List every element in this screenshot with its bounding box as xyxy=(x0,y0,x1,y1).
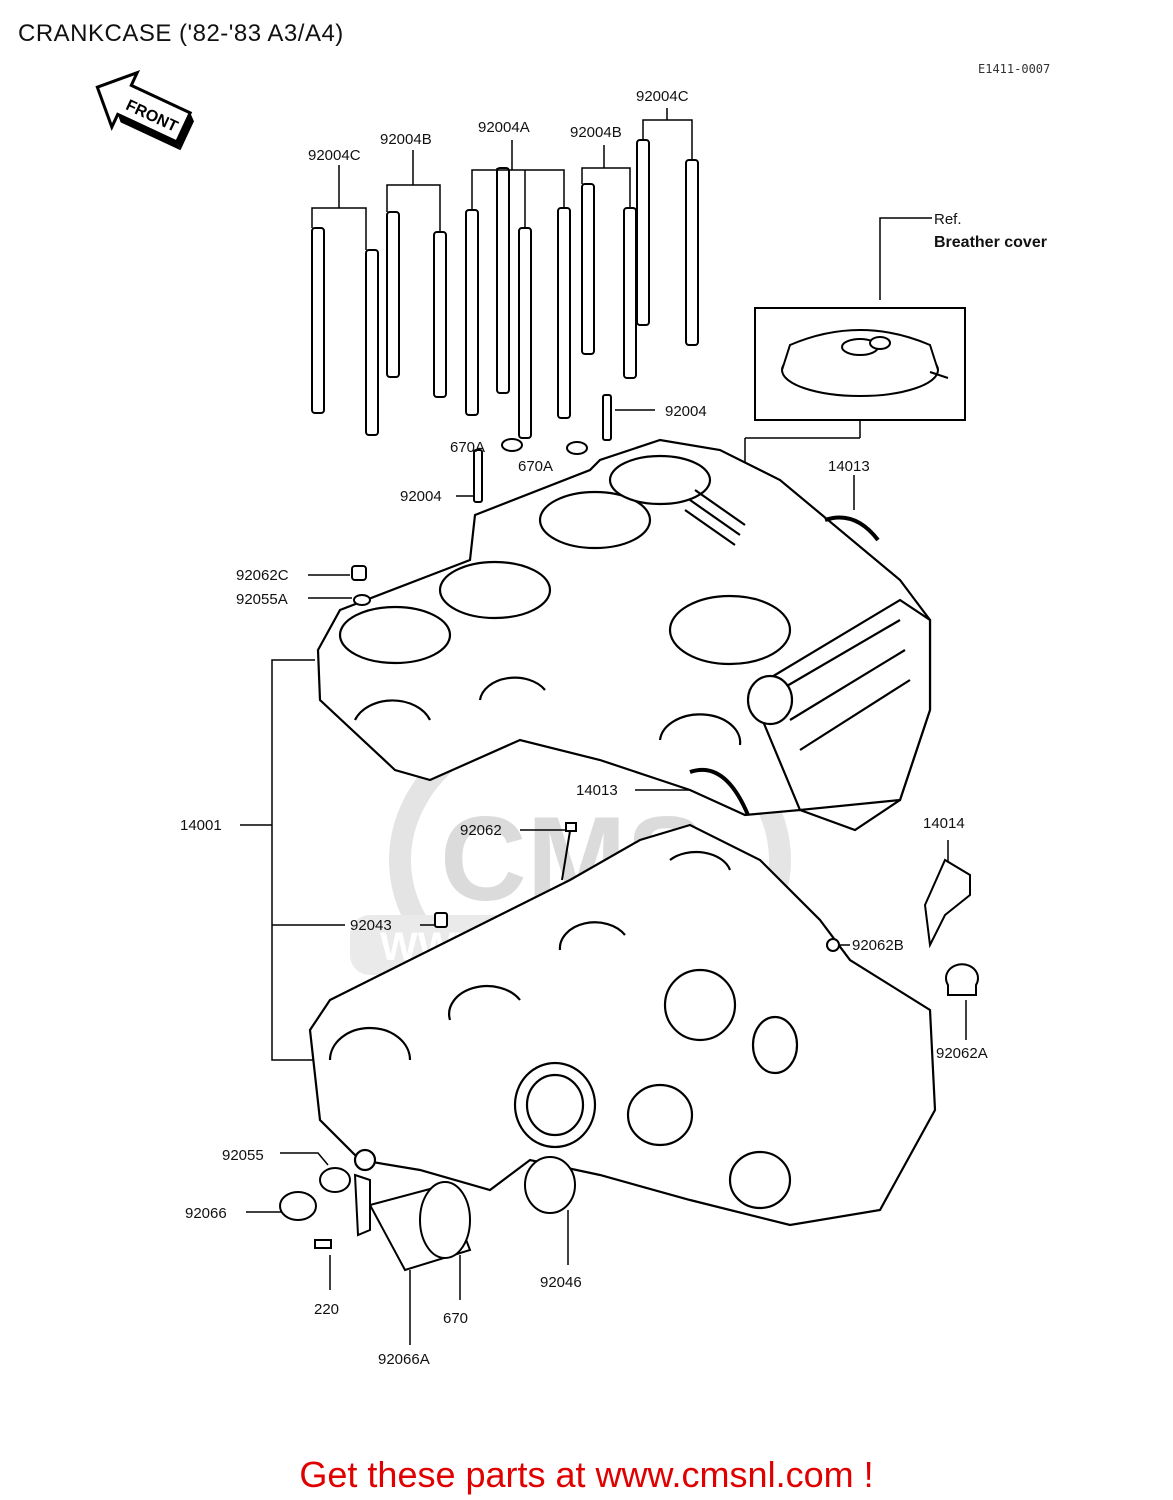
label-92004a: 92004A xyxy=(478,119,530,136)
label-92004-right: 92004 xyxy=(665,403,707,420)
label-670a-right: 670A xyxy=(518,458,553,475)
label-14013-mid: 14013 xyxy=(576,782,618,799)
label-14014: 14014 xyxy=(923,815,965,832)
label-92043: 92043 xyxy=(350,917,392,934)
label-92004-left: 92004 xyxy=(400,488,442,505)
label-92004c-right: 92004C xyxy=(636,88,689,105)
label-92066: 92066 xyxy=(185,1205,227,1222)
label-14001: 14001 xyxy=(180,817,222,834)
label-breather-ref: Ref. xyxy=(934,211,962,228)
label-breather-cover: Breather cover xyxy=(934,234,1047,251)
footer-parts-link[interactable]: Get these parts at www.cmsnl.com ! xyxy=(299,1454,874,1495)
label-14013-top: 14013 xyxy=(828,458,870,475)
label-92055: 92055 xyxy=(222,1147,264,1164)
upper-crankcase xyxy=(316,438,932,832)
label-92046: 92046 xyxy=(540,1274,582,1291)
label-92066a: 92066A xyxy=(378,1351,430,1368)
small-parts xyxy=(279,438,979,1272)
label-92004c-left: 92004C xyxy=(308,147,361,164)
label-92055a: 92055A xyxy=(236,591,288,608)
label-92062b: 92062B xyxy=(852,937,904,954)
label-92062: 92062 xyxy=(460,822,502,839)
label-670a-left: 670A xyxy=(450,439,485,456)
label-92062a: 92062A xyxy=(936,1045,988,1062)
label-670: 670 xyxy=(443,1310,468,1327)
breather-cover xyxy=(754,307,966,421)
cylinder-studs xyxy=(311,139,699,503)
label-92004b-right: 92004B xyxy=(570,124,622,141)
label-92004b-left: 92004B xyxy=(380,131,432,148)
part-labels: 92004C 92004B 92004A 92004B 92004C 92004… xyxy=(180,88,1047,1368)
label-220: 220 xyxy=(314,1301,339,1318)
page-title: CRANKCASE ('82-'83 A3/A4) xyxy=(18,20,344,47)
label-92062c: 92062C xyxy=(236,567,289,584)
front-arrow-icon: FRONT xyxy=(95,70,194,151)
lower-crankcase xyxy=(308,823,937,1227)
diagram-reference-code: E1411-0007 xyxy=(978,62,1051,76)
